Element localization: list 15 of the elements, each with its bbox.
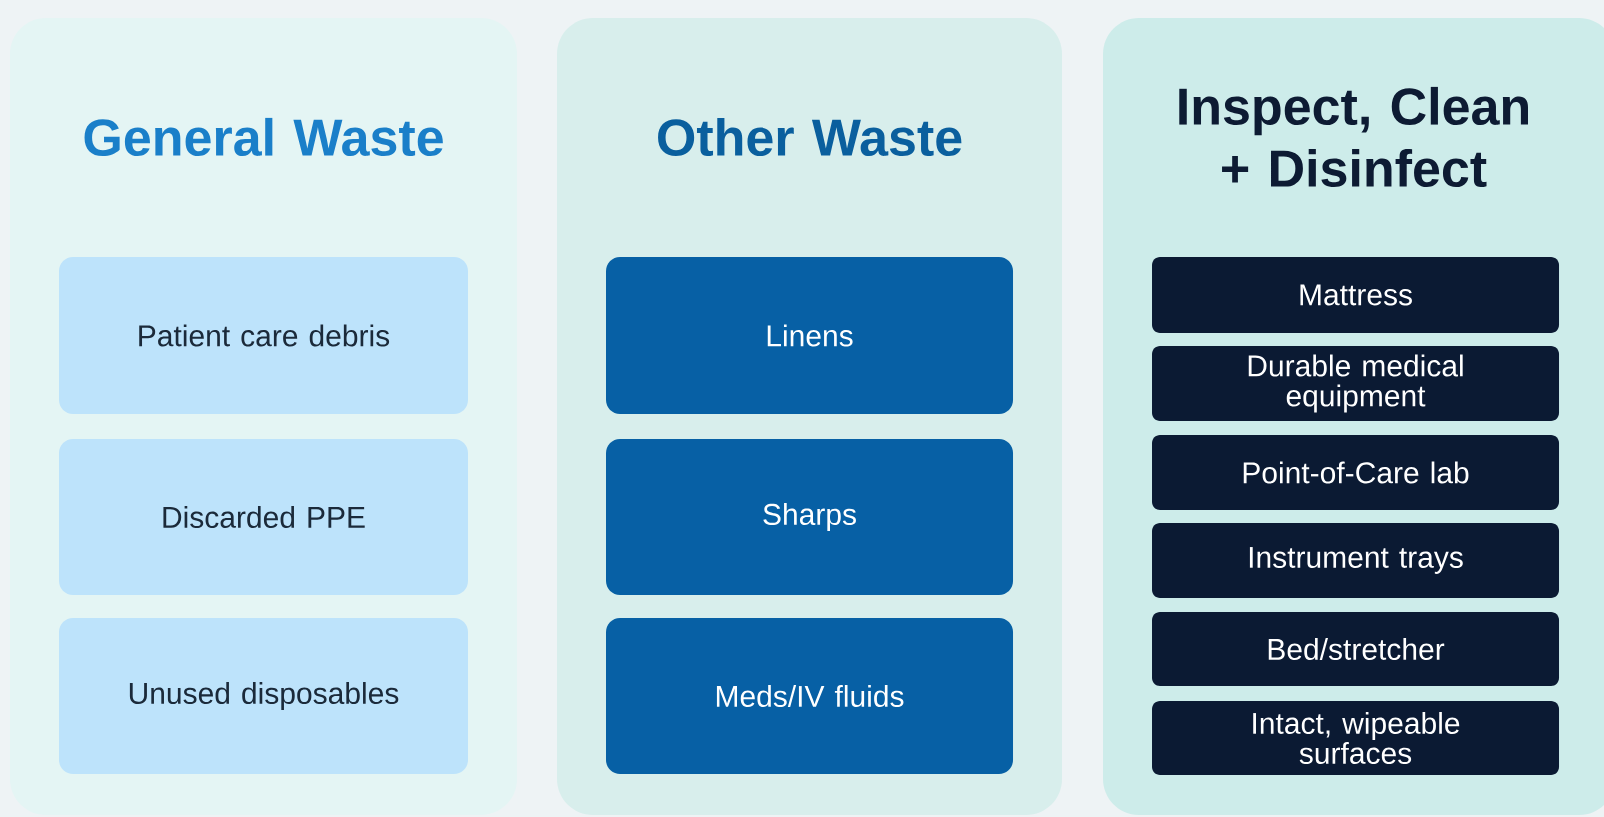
item-box: Meds/IV fluids xyxy=(606,618,1013,774)
item-box: Patient care debris xyxy=(59,257,468,414)
panel-title: Inspect, Clean + Disinfect xyxy=(1179,86,1528,188)
item-box: Discarded PPE xyxy=(59,439,468,595)
panel-title: Other Waste xyxy=(658,117,962,157)
item-box: Instrument trays xyxy=(1152,523,1559,598)
item-box: Unused disposables xyxy=(59,618,468,774)
item-box: Bed/stretcher xyxy=(1152,612,1559,686)
item-box: Linens xyxy=(606,257,1013,414)
item-box: Intact, wipeable surfaces xyxy=(1152,701,1559,775)
panel-title: General Waste xyxy=(84,117,443,157)
item-box: Sharps xyxy=(606,439,1013,595)
item-box: Mattress xyxy=(1152,257,1559,333)
item-box: Durable medical equipment xyxy=(1152,346,1559,421)
item-box: Point-of-Care lab xyxy=(1152,435,1559,510)
